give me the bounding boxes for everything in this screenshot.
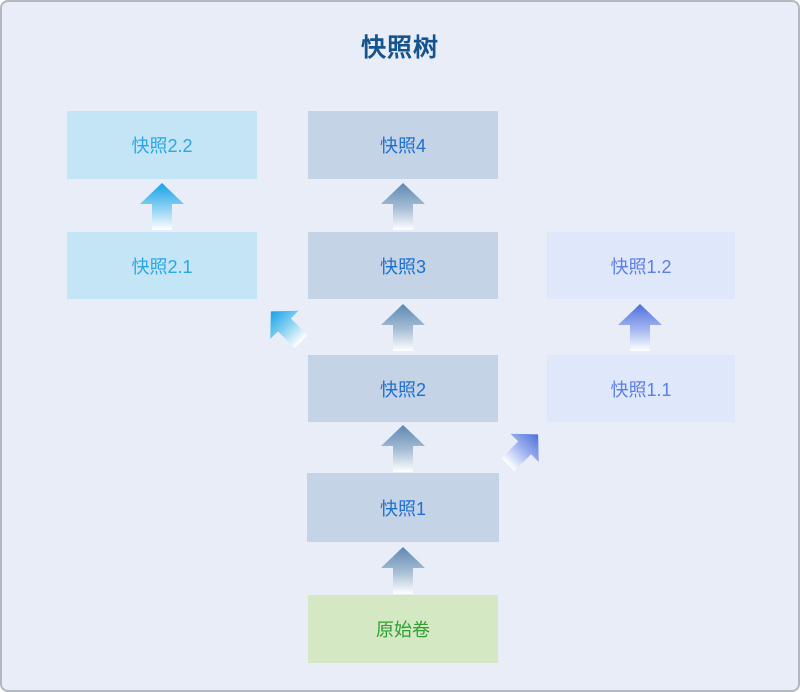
- up-arrow-icon-snapshot3-to-snapshot4: [381, 183, 425, 230]
- up-arrow-icon-original-to-snapshot1: [381, 547, 425, 594]
- up-arrow-icon-snapshot21-to-snapshot22: [140, 183, 184, 230]
- node-original-volume: 原始卷: [308, 595, 498, 663]
- node-snapshot-3: 快照3: [308, 232, 498, 299]
- node-snapshot-1-2: 快照1.2: [547, 232, 735, 299]
- diagram-title: 快照树: [360, 34, 439, 62]
- node-snapshot-2-2: 快照2.2: [67, 111, 257, 179]
- node-snapshot-1-1: 快照1.1: [547, 355, 735, 422]
- up-arrow-icon-snapshot11-to-snapshot12: [618, 304, 662, 351]
- node-snapshot-1: 快照1: [307, 473, 499, 542]
- up-arrow-icon-snapshot1-to-snapshot2: [381, 425, 425, 472]
- node-snapshot-4: 快照4: [308, 111, 498, 179]
- up-arrow-icon-snapshot2-to-snapshot3: [381, 304, 425, 351]
- node-snapshot-2: 快照2: [308, 355, 498, 422]
- node-snapshot-2-1: 快照2.1: [67, 232, 257, 299]
- up-right-arrow-icon-snapshot1-to-snapshot11: [493, 420, 553, 479]
- up-left-arrow-icon-snapshot2-to-snapshot21: [256, 297, 316, 356]
